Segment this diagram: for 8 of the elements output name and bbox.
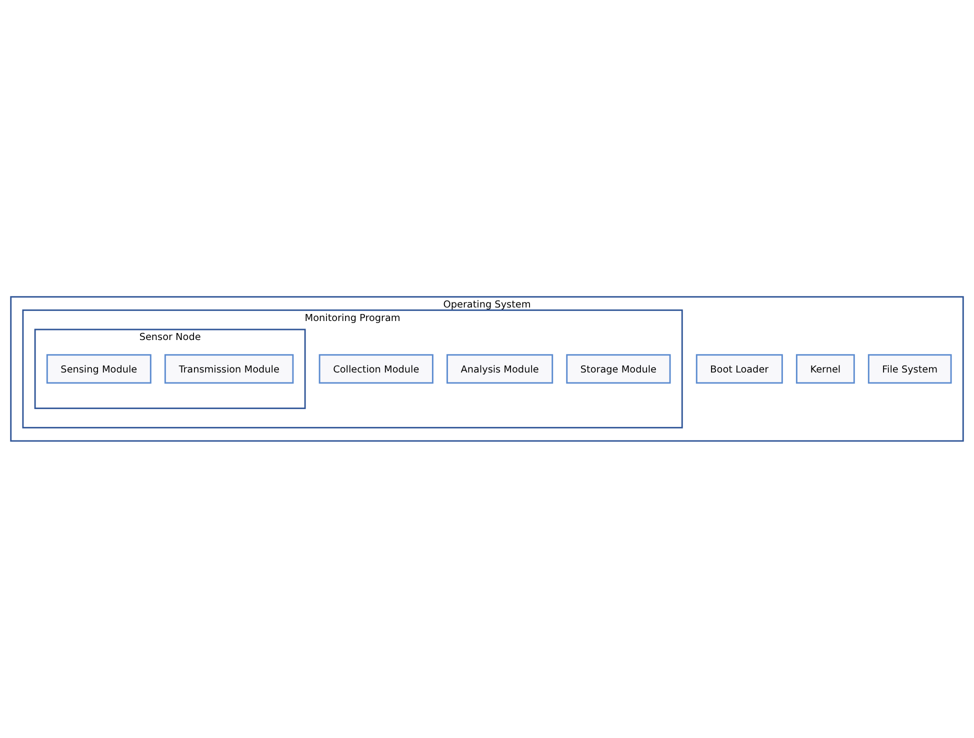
node-box: Sensing Module [46,354,152,384]
node-box: Kernel [796,354,855,384]
node-box: File System [868,354,952,384]
node-box: Storage Module [566,354,671,384]
node-box: Analysis Module [446,354,554,384]
node-box: Collection Module [318,354,434,384]
node-box: Transmission Module [164,354,294,384]
node-box: Boot Loader [696,354,783,384]
